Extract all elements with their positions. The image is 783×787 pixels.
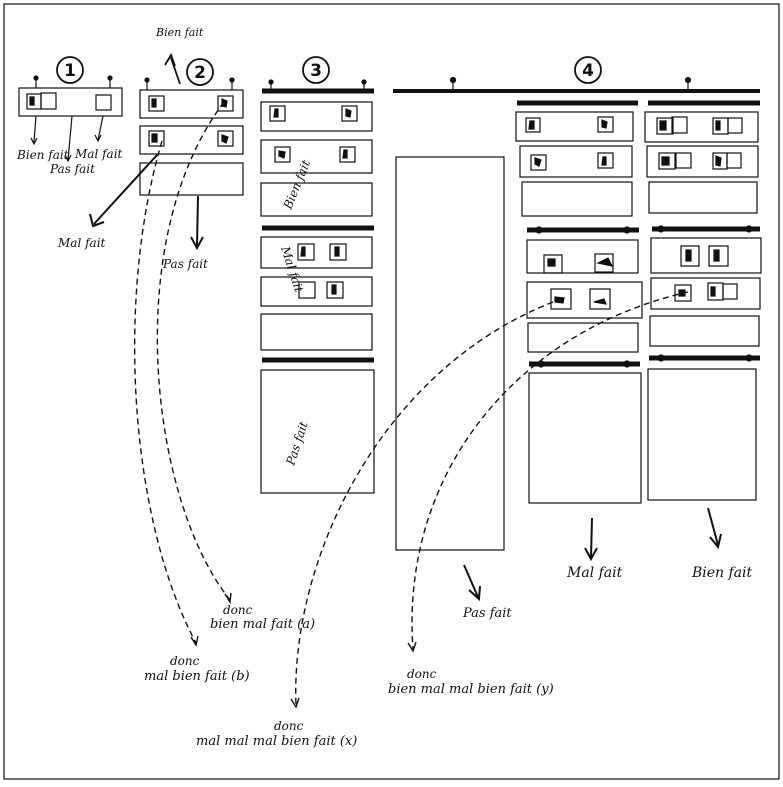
svg-text:1: 1: [64, 61, 76, 81]
conclusion-a-donc: donc: [223, 603, 253, 617]
conclusion-b-donc: donc: [170, 654, 200, 668]
s2-mal-fait-label: Mal fait: [57, 236, 106, 250]
svg-text:2: 2: [194, 63, 206, 83]
s2-pas-fait-label: Pas fait: [162, 257, 208, 271]
s4-mal-fait-label: Mal fait: [566, 565, 623, 581]
s1-bien-fait-label: Bien fait: [16, 148, 69, 162]
s1-mal-fait-label: Mal fait: [74, 147, 123, 161]
s4-bien-fait-label: Bien fait: [691, 565, 753, 581]
conclusion-y: bien mal mal bien fait (y): [388, 682, 554, 697]
svg-text:3: 3: [310, 61, 322, 81]
conclusion-x: mal mal mal bien fait (x): [196, 734, 357, 749]
svg-text:4: 4: [582, 61, 594, 81]
s1-pas-fait-label: Pas fait: [49, 162, 95, 176]
conclusion-y-donc: donc: [407, 667, 437, 681]
s4-pas-fait-label: Pas fait: [462, 606, 512, 621]
conclusion-b: mal bien fait (b): [144, 669, 250, 684]
conclusion-x-donc: donc: [274, 719, 304, 733]
top-bien-fait-label: Bien fait: [155, 26, 204, 39]
conclusion-a: bien mal fait (a): [210, 617, 315, 632]
